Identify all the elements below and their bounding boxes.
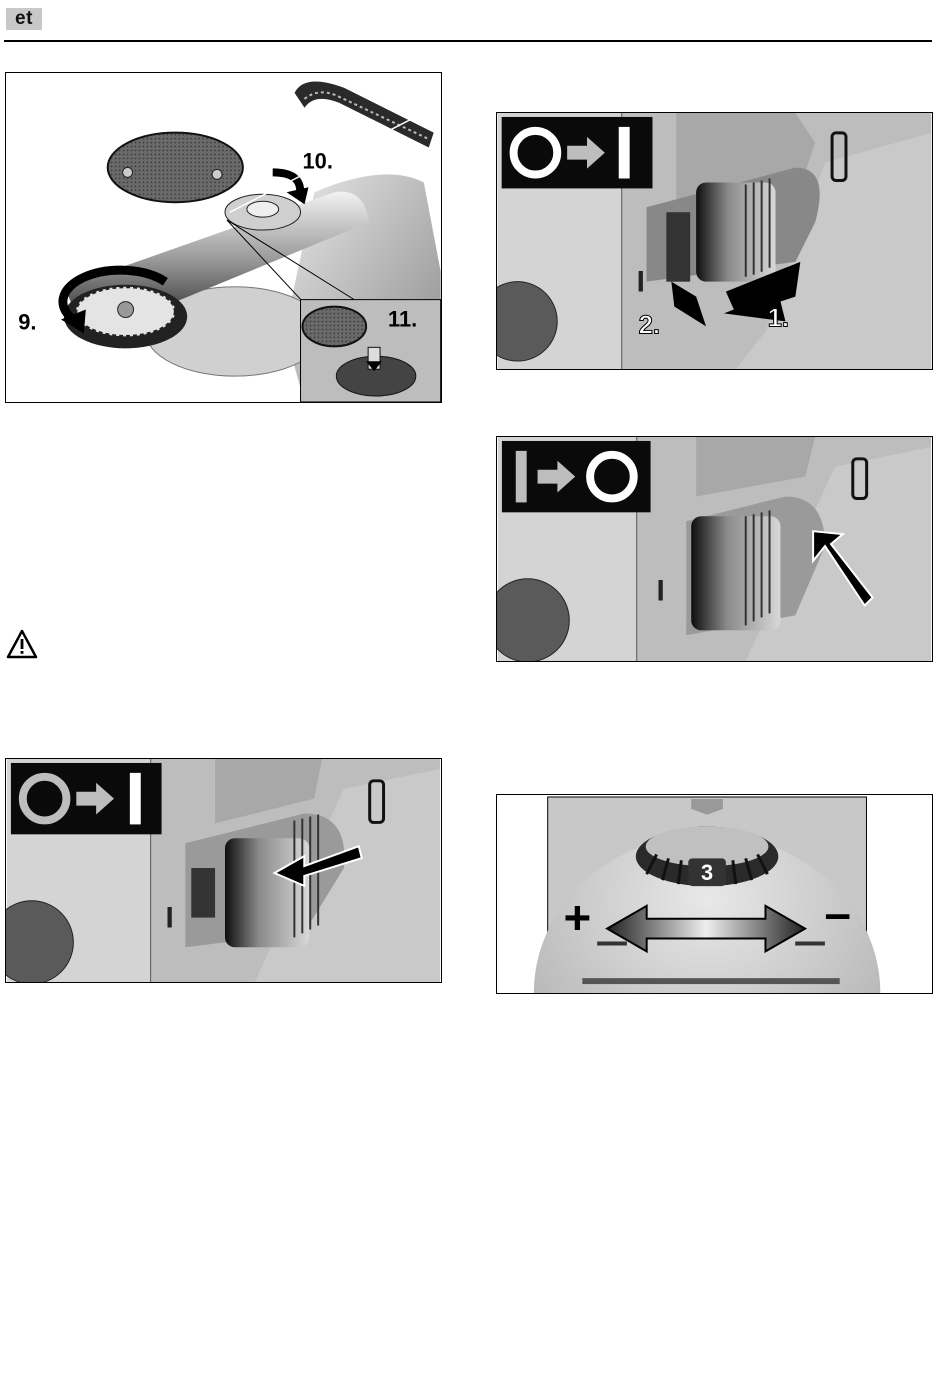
switch-on-icon: [130, 773, 141, 825]
disc-assembly-figure: 9. 10. 11.: [5, 72, 442, 403]
switch-on-icon: [619, 127, 630, 179]
decrease-speed-symbol: –: [825, 888, 851, 941]
step-label-9: 9.: [18, 309, 36, 334]
switch-on-locking-figure: I 1. 2.: [496, 112, 933, 370]
step-label-10: 10.: [303, 148, 333, 173]
disc-assembly-illustration: 9. 10. 11.: [6, 73, 441, 402]
step-label-2: 2.: [639, 311, 661, 339]
drive-belt: [295, 82, 434, 148]
svg-text:I: I: [166, 901, 174, 934]
lock-button: [666, 212, 690, 281]
increase-speed-symbol: +: [564, 892, 592, 945]
svg-text:I: I: [657, 575, 665, 608]
on-off-switch-slider: [691, 516, 780, 630]
switch-on-icon: [516, 451, 527, 503]
step-label-1: 1.: [768, 304, 790, 332]
speed-dial-value: 3: [701, 860, 713, 885]
speed-dial-figure: 3 + –: [496, 794, 933, 994]
switch-off-figure: I: [496, 436, 933, 662]
on-off-switch-slider: [225, 838, 309, 947]
on-off-switch-slider: [696, 182, 775, 281]
warning-triangle-icon: [6, 628, 38, 660]
step-label-11: 11.: [388, 306, 417, 331]
svg-text:I: I: [637, 266, 645, 299]
header-divider: [4, 40, 932, 42]
switch-on-figure: I: [5, 758, 442, 983]
language-code-tab: et: [6, 8, 42, 30]
